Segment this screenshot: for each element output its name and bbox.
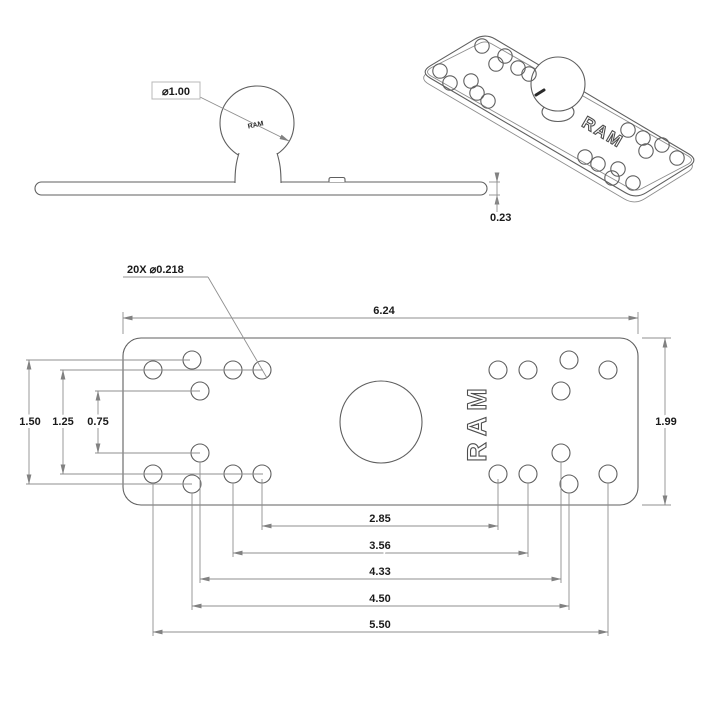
hole-callout-leader xyxy=(207,276,268,379)
height-label: 1.99 xyxy=(655,416,676,428)
iso-hole xyxy=(638,143,654,159)
iso-hole xyxy=(432,63,448,79)
bottom-ext-lines xyxy=(152,462,609,636)
dim450-label: 4.50 xyxy=(369,593,390,605)
ball-diameter-label: ⌀1.00 xyxy=(162,86,190,98)
iso-hole xyxy=(442,75,458,91)
iso-hole xyxy=(469,85,485,101)
mounting-hole xyxy=(518,360,538,380)
plan-view: RAM 20X ⌀0.218 xyxy=(16,264,680,636)
iso-holes-left xyxy=(432,38,537,109)
iso-hole xyxy=(625,175,641,191)
iso-hole xyxy=(521,66,537,82)
side-plate-tab xyxy=(328,176,346,182)
side-view: RAM ⌀1.00 0.23 xyxy=(34,81,511,224)
dim356-label: 3.56 xyxy=(369,540,390,552)
dim550-label: 5.50 xyxy=(369,619,390,631)
iso-hole xyxy=(497,48,513,64)
hole-callout-label: 20X ⌀0.218 xyxy=(127,264,184,276)
iso-ball xyxy=(530,56,586,112)
iso-hole xyxy=(604,170,620,186)
iso-hole xyxy=(620,122,636,138)
iso-hole xyxy=(488,56,504,72)
plan-plate-logo: RAM xyxy=(462,382,492,462)
iso-holes-right xyxy=(577,122,685,191)
ball-diameter-label-box xyxy=(151,81,201,100)
side-stem-left-edge xyxy=(234,152,240,184)
iso-hole xyxy=(480,93,496,109)
thickness-label: 0.23 xyxy=(490,212,511,224)
side-stem-fill xyxy=(235,149,281,183)
plan-center-hole xyxy=(339,380,423,464)
iso-plate-chamfer xyxy=(427,41,692,191)
mounting-hole xyxy=(559,350,579,370)
dim285-label: 2.85 xyxy=(369,513,390,525)
iso-hole xyxy=(610,161,626,177)
width-label: 6.24 xyxy=(373,305,395,317)
mounting-hole xyxy=(488,360,508,380)
iso-ball-mark xyxy=(534,88,546,97)
side-plate-edge xyxy=(34,181,488,196)
mounting-hole xyxy=(551,381,571,401)
plan-plate-outline xyxy=(122,337,639,506)
dim125-label: 1.25 xyxy=(52,416,73,428)
iso-hole xyxy=(654,137,670,153)
iso-view: RAM xyxy=(423,35,695,203)
ball-diameter-leader xyxy=(199,96,290,142)
dim433-label: 4.33 xyxy=(369,566,390,578)
dim150-label: 1.50 xyxy=(19,416,40,428)
iso-hole xyxy=(635,130,651,146)
dim075-label: 0.75 xyxy=(87,416,108,428)
mounting-hole xyxy=(598,360,618,380)
iso-hole xyxy=(577,149,593,165)
iso-hole xyxy=(669,150,685,166)
iso-hole xyxy=(474,38,490,54)
side-ball-logo: RAM xyxy=(247,120,264,130)
iso-hole xyxy=(590,156,606,172)
side-stem-right-edge xyxy=(276,152,282,184)
